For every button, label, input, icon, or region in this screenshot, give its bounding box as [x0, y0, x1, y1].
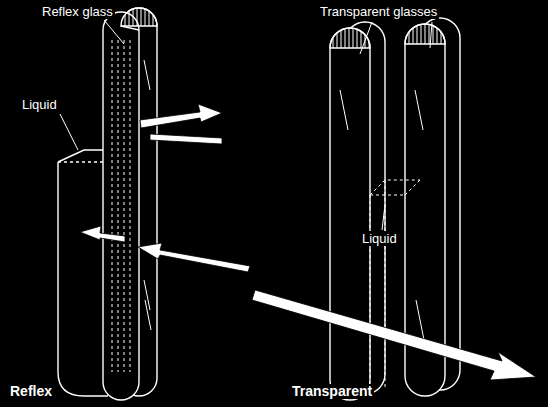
- part-label: Transparent glasses: [318, 4, 439, 19]
- figure-caption: Transparent: [290, 384, 374, 399]
- leader-line: [104, 20, 124, 44]
- liquid-chamber: [58, 162, 108, 396]
- leader-line: [60, 114, 78, 150]
- leader-line: [430, 22, 432, 48]
- leader-line: [360, 22, 372, 54]
- part-label: Reflex glass: [40, 4, 115, 19]
- part-label: Liquid: [360, 231, 399, 246]
- liquid-volume: [370, 180, 420, 392]
- figure-caption: Reflex: [8, 384, 54, 399]
- leader-line: [382, 205, 385, 230]
- light-ray: [80, 104, 536, 380]
- part-label: Liquid: [20, 97, 59, 112]
